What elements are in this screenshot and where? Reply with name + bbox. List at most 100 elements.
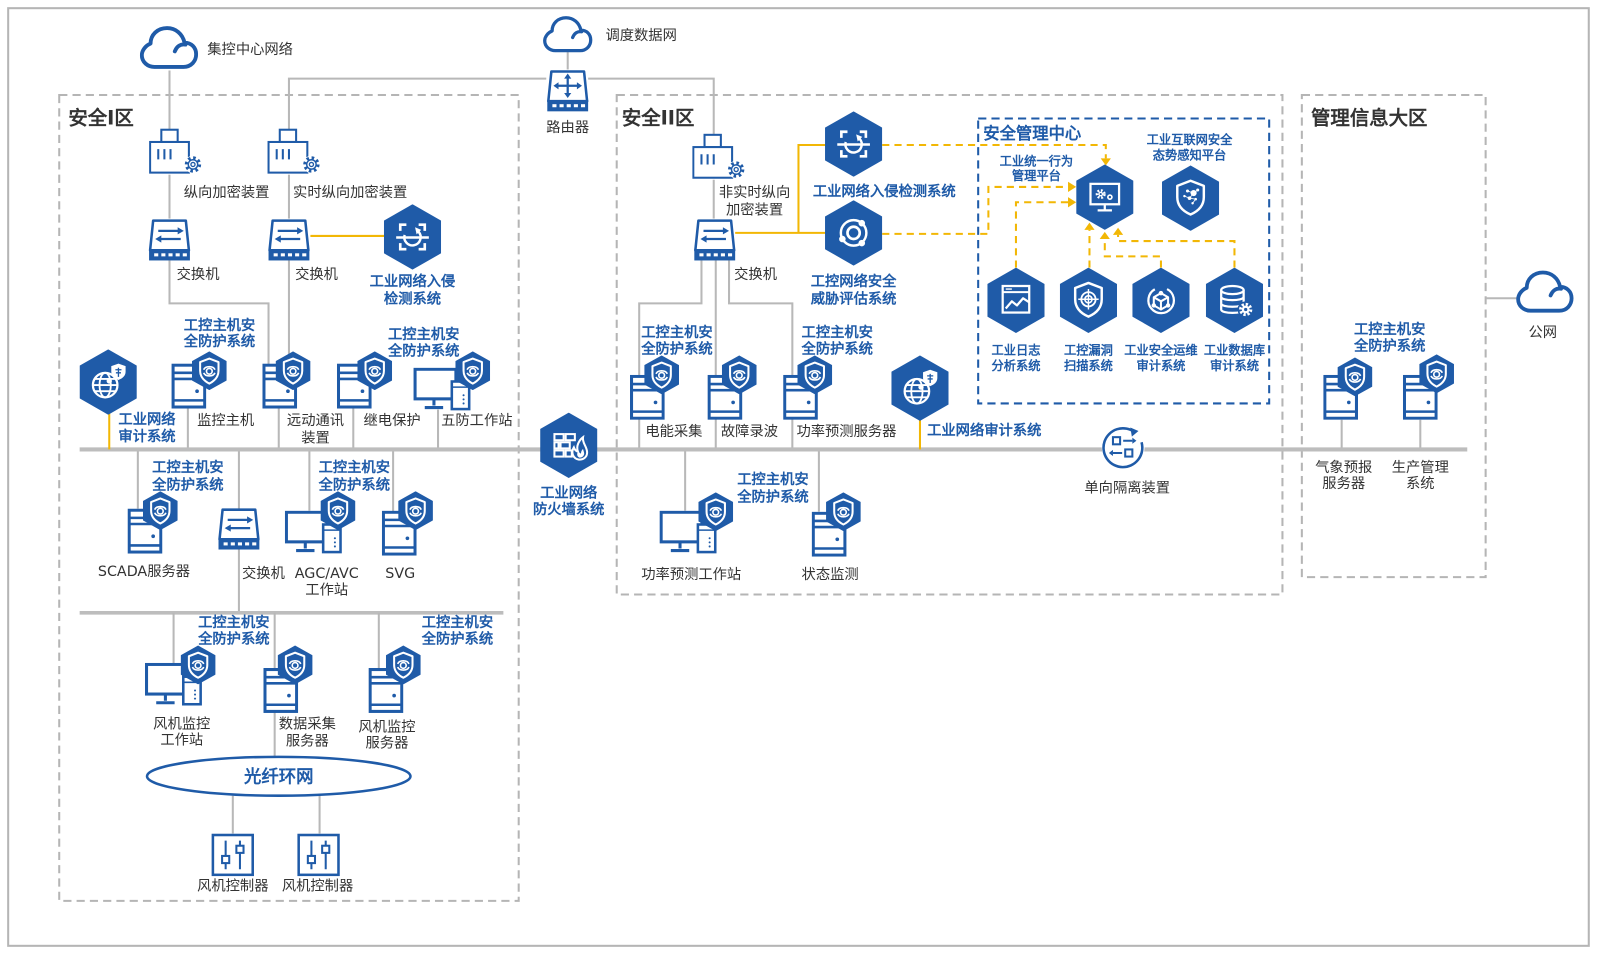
platform-label: 管理平台 [1012, 168, 1061, 183]
system-label: 审计系统 [1210, 358, 1259, 373]
cloud-icon [543, 16, 593, 53]
zone-title: 管理信息大区 [1311, 107, 1427, 130]
report-link [1103, 239, 1162, 268]
device-label: AGC/AVC [295, 566, 359, 582]
host-protection-label: 工控主机安 [184, 316, 255, 334]
host-protection-label: 工控主机安 [641, 323, 712, 341]
zone-management-info [1300, 93, 1487, 579]
link [287, 77, 547, 130]
link [168, 260, 270, 366]
host-protection-label: 全防护系统 [801, 339, 873, 357]
arrow-up-icon [1112, 227, 1124, 235]
device-label: 监控主机 [197, 412, 254, 429]
arrow-up-icon [1084, 222, 1095, 230]
device-label: 风机监控 [358, 718, 415, 735]
device-label: 工作站 [160, 732, 203, 749]
intrusion-detection-icon [825, 111, 883, 177]
outer-frame [7, 7, 1590, 947]
firewall-label: 防火墙系统 [533, 500, 604, 518]
device-label: 继电保护 [364, 412, 421, 429]
switch-icon [267, 219, 311, 262]
platform-label: 工业统一行为 [1000, 153, 1073, 168]
device-label: SVG [385, 566, 415, 582]
turbine-controller-icon [297, 833, 340, 877]
host-protection-label: 工控主机安 [802, 323, 873, 341]
log-analysis-icon [987, 267, 1045, 333]
zone-title: 安全II区 [622, 107, 695, 130]
device-label: 服务器 [366, 735, 409, 752]
threat-assessment-icon [825, 200, 883, 266]
system-label: 工业日志 [991, 342, 1040, 357]
host-protection-label: 全防护系统 [421, 629, 493, 647]
host-protection-label: 工控主机安 [1354, 320, 1425, 338]
device-label: 数据采集 [279, 715, 336, 732]
security-system-label: 工业网络 [118, 410, 176, 428]
zone-security-2 [615, 93, 1284, 596]
host-protection-label: 全防护系统 [387, 341, 459, 359]
intrusion-detection-icon [383, 204, 442, 270]
device-label: 纵向加密装置 [184, 184, 270, 201]
platform-label: 态势感知平台 [1153, 147, 1226, 162]
security-system-label: 检测系统 [384, 289, 441, 307]
fiber-ring [145, 755, 412, 797]
device-label: 生产管理 [1392, 459, 1449, 476]
host-protection-label: 工控主机安 [198, 613, 269, 631]
encryption-device-icon [692, 133, 746, 180]
device-label: 电能采集 [645, 423, 702, 440]
device-label: 系统 [1406, 475, 1435, 492]
device-label: 风机控制器 [282, 878, 353, 895]
switch-icon [217, 508, 261, 551]
behavior-management-icon [1076, 164, 1134, 230]
device-label: 交换机 [295, 265, 338, 283]
security-system-label: 工业网络入侵 [370, 272, 456, 290]
router-icon [546, 70, 590, 113]
host-protection-label: 工控主机安 [152, 458, 223, 476]
security-link [735, 144, 828, 234]
security-system-label: 工业网络入侵检测系统 [813, 182, 956, 200]
firewall-icon [540, 412, 598, 479]
cloud-icon [139, 26, 199, 69]
system-label: 审计系统 [1136, 358, 1185, 373]
device-label: 单向隔离装置 [1084, 479, 1170, 496]
device-label: 服务器 [1322, 475, 1365, 492]
platform-label: 工业互联网安全 [1147, 132, 1233, 147]
host-protection-label: 全防护系统 [318, 475, 390, 493]
security-system-label: 审计系统 [118, 427, 175, 445]
report-link [1117, 234, 1236, 268]
system-label: 工控漏洞 [1064, 342, 1113, 357]
security-system-label: 威胁评估系统 [811, 289, 897, 307]
host-protection-label: 全防护系统 [183, 332, 255, 350]
report-link [882, 185, 1069, 235]
zone-title: 安全管理中心 [983, 124, 1082, 143]
system-label: 分析系统 [991, 358, 1040, 373]
network-audit-icon [79, 349, 137, 415]
host-protection-label: 工控主机安 [388, 325, 459, 343]
device-label: 五防工作站 [441, 412, 512, 429]
switch-icon [693, 219, 737, 262]
router-label: 路由器 [546, 119, 589, 136]
device-label: 非实时纵向 [719, 184, 790, 201]
system-label: 工业数据库 [1204, 342, 1265, 357]
device-label: 状态监测 [802, 566, 859, 583]
host-protection-label: 全防护系统 [640, 339, 712, 357]
security-system-label: 工控网络安全 [811, 272, 897, 290]
security-system-label: 工业网络审计系统 [927, 421, 1041, 439]
system-label: 工业安全运维 [1124, 342, 1197, 357]
firewall-label: 工业网络 [540, 483, 598, 501]
one-way-isolation-icon [1100, 424, 1146, 470]
fiber-ring-label: 光纤环网 [243, 766, 313, 787]
link [588, 77, 715, 135]
ops-audit-icon [1132, 267, 1190, 333]
device-label: 交换机 [242, 564, 285, 582]
network-audit-icon [891, 355, 949, 421]
device-label: 风机控制器 [197, 878, 268, 895]
vulnerability-scan-icon [1059, 267, 1118, 333]
database-audit-icon [1205, 267, 1264, 333]
device-label: 工作站 [305, 581, 348, 598]
security-links [108, 144, 1236, 450]
host-protection-label: 全防护系统 [197, 629, 269, 647]
host-protection-label: 工控主机安 [319, 458, 390, 476]
switch-icon [148, 219, 191, 262]
device-label: 交换机 [734, 265, 777, 283]
host-protection-label: 全防护系统 [151, 475, 223, 493]
